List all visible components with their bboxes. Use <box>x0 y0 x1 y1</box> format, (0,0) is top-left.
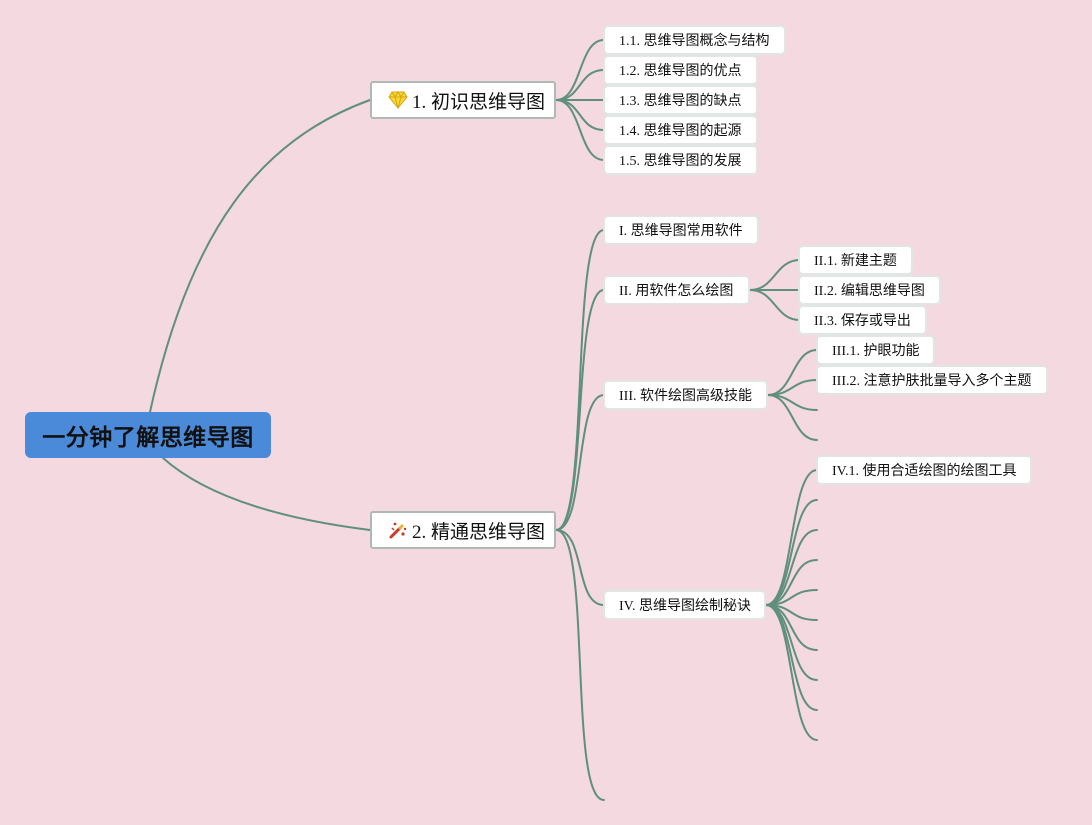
connector-IV-5 <box>765 589 818 606</box>
connector-IV-9 <box>765 604 818 711</box>
connector-b1-1 <box>555 39 605 101</box>
magic-wand-sparkle-icon <box>388 520 408 540</box>
subtopic-II-1[interactable]: II.1. 新建主题 <box>798 245 913 275</box>
connector-IV-2 <box>765 499 818 606</box>
connector-IV-6 <box>765 604 818 621</box>
subtopic-1-2[interactable]: 1.2. 思维导图的优点 <box>603 55 758 85</box>
branch-topic-2-label: 2. 精通思维导图 <box>412 521 546 543</box>
connector-III-1 <box>767 349 818 396</box>
connector-IV-10 <box>765 604 818 741</box>
connector-root-branch1 <box>149 99 371 413</box>
subtopic-1-1[interactable]: 1.1. 思维导图概念与结构 <box>603 25 786 55</box>
connector-b2-II <box>555 289 605 531</box>
subtopic-III-2[interactable]: III.2. 注意护肤批量导入多个主题 <box>816 365 1048 395</box>
branch-topic-2[interactable]: 2. 精通思维导图 <box>370 511 556 549</box>
subtopic-III[interactable]: III. 软件绘图高级技能 <box>603 380 768 410</box>
connector-b1-4 <box>555 99 605 131</box>
connector-root-branch2 <box>162 457 371 531</box>
connector-III-4 <box>767 394 818 441</box>
connector-IV-8 <box>765 604 818 681</box>
branch-topic-1-label: 1. 初识思维导图 <box>412 91 546 113</box>
connector-III-3 <box>767 394 818 411</box>
connector-IV-1 <box>765 469 818 606</box>
branch-topic-1[interactable]: 1. 初识思维导图 <box>370 81 556 119</box>
connector-IV-4 <box>765 559 818 606</box>
subtopic-II-3[interactable]: II.3. 保存或导出 <box>798 305 927 335</box>
subtopic-1-3[interactable]: 1.3. 思维导图的缺点 <box>603 85 758 115</box>
connector-II-1 <box>749 259 801 291</box>
connector-II-3 <box>749 289 801 321</box>
subtopic-IV-1[interactable]: IV.1. 使用合适绘图的绘图工具 <box>816 455 1032 485</box>
connector-b2-III <box>555 394 605 531</box>
subtopic-II-2[interactable]: II.2. 编辑思维导图 <box>798 275 941 305</box>
subtopic-I[interactable]: I. 思维导图常用软件 <box>603 215 759 245</box>
connector-b2-V <box>555 529 605 801</box>
subtopic-III-1[interactable]: III.1. 护眼功能 <box>816 335 935 365</box>
root-topic[interactable]: 一分钟了解思维导图 <box>25 412 271 458</box>
subtopic-II[interactable]: II. 用软件怎么绘图 <box>603 275 750 305</box>
connector-b2-I <box>555 229 605 531</box>
connector-b2-IV <box>555 529 605 606</box>
diamond-gem-icon <box>388 91 408 109</box>
connector-b1-2 <box>555 69 605 101</box>
subtopic-IV[interactable]: IV. 思维导图绘制秘诀 <box>603 590 766 620</box>
connector-III-2 <box>767 379 818 396</box>
connector-IV-7 <box>765 604 818 651</box>
connector-IV-3 <box>765 529 818 606</box>
subtopic-1-5[interactable]: 1.5. 思维导图的发展 <box>603 145 758 175</box>
subtopic-1-4[interactable]: 1.4. 思维导图的起源 <box>603 115 758 145</box>
connector-b1-5 <box>555 99 605 161</box>
